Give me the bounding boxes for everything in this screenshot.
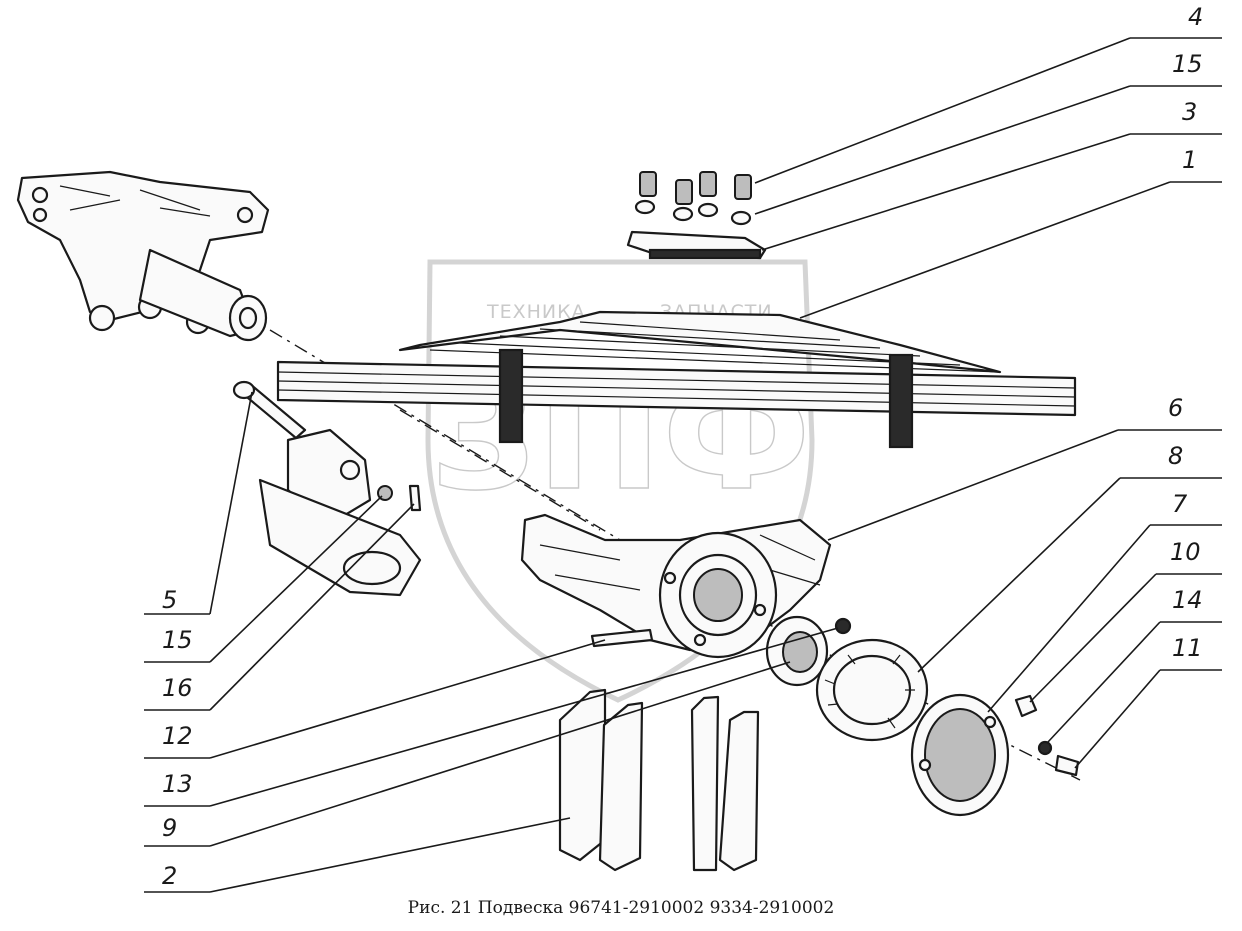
callout-9: 9	[144, 661, 791, 847]
figure-caption: Рис. 21 Подвеска 96741-2910002 9334-2910…	[407, 898, 835, 918]
callout-12: 12	[144, 639, 606, 759]
watermark-shield	[425, 259, 815, 703]
callouts: 4 15 3 1 6 8 7	[144, 3, 1222, 893]
leaf-spring-pack	[276, 310, 1077, 449]
callout-label-1: 1	[1182, 146, 1197, 174]
axis-shackle	[399, 409, 601, 531]
trunnion-hub	[520, 513, 832, 659]
callout-3: 3	[761, 98, 1222, 251]
callout-8: 8	[917, 442, 1222, 673]
callout-label-12: 12	[162, 722, 193, 750]
callout-label-7: 7	[1172, 490, 1188, 518]
callout-14: 14	[1047, 586, 1222, 743]
callout-label-16: 16	[162, 674, 193, 702]
fitting-11	[1054, 754, 1080, 777]
callout-label-5: 5	[162, 586, 177, 614]
callout-label-13: 13	[162, 770, 193, 798]
washer-14	[1037, 740, 1053, 756]
spring-pad-with-nuts	[626, 171, 767, 260]
callout-11: 11	[1074, 634, 1222, 769]
bolt-12	[590, 628, 654, 648]
watermark-line1: ТЕХНИКА	[486, 301, 586, 323]
callout-16: 16	[144, 503, 415, 711]
callout-7: 7	[987, 490, 1222, 713]
seal-ring	[765, 615, 829, 687]
callout-label-2: 2	[162, 862, 177, 890]
u-bolt-nuts	[639, 171, 752, 205]
callout-label-8: 8	[1168, 442, 1183, 470]
nut-13	[834, 617, 852, 635]
callout-15-left: 15	[144, 495, 383, 663]
callout-label-15-top: 15	[1172, 50, 1203, 78]
front-bracket	[16, 170, 270, 342]
u-bolts	[558, 688, 760, 872]
callout-1: 1	[799, 146, 1222, 319]
callout-label-10: 10	[1170, 538, 1201, 566]
callout-5: 5	[144, 391, 253, 615]
callout-label-6: 6	[1168, 394, 1183, 422]
callout-6: 6	[827, 394, 1222, 541]
callout-label-4: 4	[1188, 3, 1203, 31]
callout-label-9: 9	[162, 814, 177, 842]
callout-label-11: 11	[1172, 634, 1203, 662]
spring-washers	[634, 199, 752, 226]
callout-label-3: 3	[1182, 98, 1197, 126]
callout-15-top: 15	[754, 50, 1222, 215]
callout-13: 13	[144, 627, 839, 807]
gasket	[815, 638, 929, 742]
shackle-assembly	[232, 380, 422, 597]
callout-label-15-left: 15	[162, 626, 193, 654]
callout-10: 10	[1029, 538, 1222, 703]
callout-label-14: 14	[1172, 586, 1203, 614]
callout-4: 4	[754, 3, 1222, 184]
hub-cover	[910, 693, 1010, 817]
callout-2: 2	[144, 817, 571, 893]
